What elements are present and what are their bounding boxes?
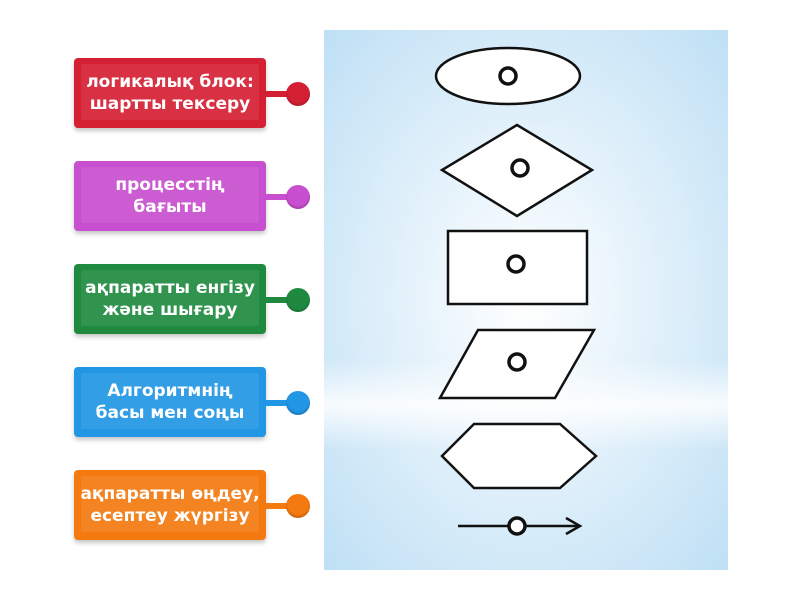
- label-card-text: ақпаратты өңдеу, есептеу жүргізу: [80, 484, 260, 526]
- label-card-text: Алгоритмнің басы мен соңы: [95, 381, 245, 423]
- label-card-process-direction[interactable]: процесстің бағыты: [74, 161, 266, 231]
- connector-knob: [286, 288, 310, 312]
- connector-stem: [266, 503, 290, 509]
- connector-knob: [286, 185, 310, 209]
- label-card-processing[interactable]: ақпаратты өңдеу, есептеу жүргізу: [74, 470, 266, 540]
- connector-handle-input-output[interactable]: [266, 288, 310, 312]
- drop-target-diamond[interactable]: [510, 158, 530, 178]
- label-card-text: ақпаратты енгізу және шығару: [85, 278, 255, 320]
- connector-stem: [266, 297, 290, 303]
- connector-knob: [286, 494, 310, 518]
- label-card-text: процесстің бағыты: [115, 175, 225, 217]
- drop-target-parallelogram[interactable]: [507, 352, 527, 372]
- label-card-text: логикалық блок: шартты тексеру: [86, 72, 254, 114]
- label-card-start-end[interactable]: Алгоритмнің басы мен соңы: [74, 367, 266, 437]
- connector-stem: [266, 194, 290, 200]
- flowchart-shapes-panel: [324, 30, 728, 570]
- hexagon-preparation-icon: [440, 422, 598, 490]
- connector-handle-logical-block[interactable]: [266, 82, 310, 106]
- drop-target-rectangle[interactable]: [506, 254, 526, 274]
- connector-knob: [286, 82, 310, 106]
- drop-target-arrow[interactable]: [507, 516, 527, 536]
- drop-target-ellipse[interactable]: [498, 66, 518, 86]
- arrow-flow-head: [565, 516, 583, 536]
- label-card-logical-block[interactable]: логикалық блок: шартты тексеру: [74, 58, 266, 128]
- label-card-input-output[interactable]: ақпаратты енгізу және шығару: [74, 264, 266, 334]
- connector-stem: [266, 91, 290, 97]
- flowchart-shapes-canvas: [324, 30, 728, 570]
- connector-knob: [286, 391, 310, 415]
- rectangle-process-icon: [446, 229, 589, 306]
- connector-stem: [266, 400, 290, 406]
- connector-handle-processing[interactable]: [266, 494, 310, 518]
- connector-handle-start-end[interactable]: [266, 391, 310, 415]
- connector-handle-process-direction[interactable]: [266, 185, 310, 209]
